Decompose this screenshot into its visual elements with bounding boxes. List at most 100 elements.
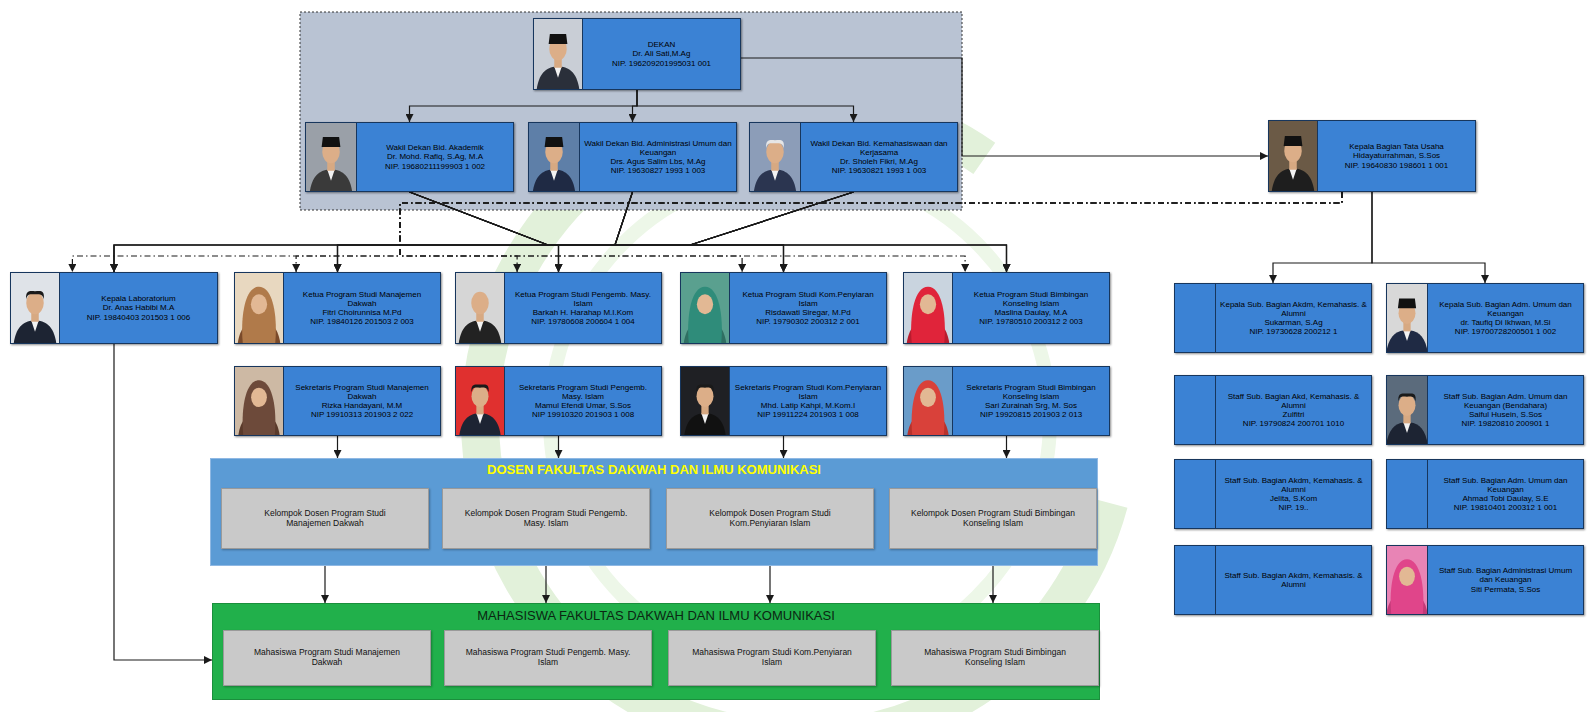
heading-text: Wakil Dekan Bid. Kemahasiswaan dan Kerja… xyxy=(805,139,953,157)
connector xyxy=(410,192,559,272)
portrait-cell xyxy=(1175,376,1216,444)
connector xyxy=(1273,192,1372,283)
nip-text: NIP. 19630821 1993 1 003 xyxy=(832,166,927,175)
student-group-box: Mahasiswa Program Studi Kom.Penyiaran Is… xyxy=(668,630,876,686)
lecturer-group-box: Kelompok Dosen Program Studi Kom.Penyiar… xyxy=(666,488,874,549)
group-label: Mahasiswa Program Studi Kom.Penyiaran Is… xyxy=(689,648,855,668)
student-group-box: Mahasiswa Program Studi Bimbingan Konsel… xyxy=(891,630,1099,686)
portrait-hijab xyxy=(242,287,276,343)
portrait-cell xyxy=(1387,284,1428,352)
name-text: Saiful Husein, S.Sos xyxy=(1469,410,1542,419)
office-head-box: Kepala Bagian Tata UsahaHidayaturrahman,… xyxy=(1268,120,1476,192)
portrait-hijab xyxy=(912,380,945,435)
heading-text: Ketua Program Studi Kom.Penyiaran Islam xyxy=(734,290,882,308)
portrait xyxy=(1269,121,1317,191)
vice-dean-box: Wakil Dekan Bid. AkademikDr. Mohd. Rafiq… xyxy=(305,122,514,192)
connector xyxy=(114,192,633,272)
portrait-ground xyxy=(681,273,729,343)
dean-box: DEKANDr. Ali Sati,M.AgNIP. 1962092019950… xyxy=(533,18,741,90)
portrait-body xyxy=(754,170,797,192)
name-text: Ahmad Tobi Daulay, S.E xyxy=(1463,494,1549,503)
heading-text: Kepala Sub. Bagian Adm. Umum dan Keuanga… xyxy=(1432,300,1579,318)
heading-text: Staff Sub. Bagian Adm. Umum dan Keuangan xyxy=(1432,476,1579,494)
nip-text: NIP 19920815 201903 2 013 xyxy=(980,410,1082,419)
program-secretary-box: Sekretaris Program Studi Bimbingan Konse… xyxy=(903,366,1110,436)
text-cell: DEKANDr. Ali Sati,M.AgNIP. 1962092019950… xyxy=(583,19,740,89)
lab-head-box: Kepala LaboratoriumDr. Anas Habibi M.ANI… xyxy=(10,272,218,344)
text-cell: Ketua Program Studi Manajemen DakwahFitr… xyxy=(284,273,440,343)
portrait-ground xyxy=(456,367,504,435)
portrait-ground xyxy=(1387,376,1427,444)
connector xyxy=(337,436,338,458)
portrait-face xyxy=(1399,567,1415,586)
heading-text: Kepala Bagian Tata Usaha xyxy=(1349,142,1444,151)
portrait-cell xyxy=(306,123,357,191)
program-head-box: Ketua Program Studi Kom.Penyiaran IslamR… xyxy=(680,272,887,344)
heading-text: Sekretaris Program Studi Pengemb. Masy. … xyxy=(509,383,657,401)
program-secretary-box: Sekretaris Program Studi Kom.Penyiaran I… xyxy=(680,366,887,436)
nip-text: NIP. 19840403 201503 1 006 xyxy=(87,313,191,322)
band-title: DOSEN FAKULTAS DAKWAH DAN ILMU KOMUNIKAS… xyxy=(211,459,1097,478)
name-text: Sukarman, S.Ag xyxy=(1264,318,1322,327)
portrait-face xyxy=(697,294,713,314)
portrait-ground xyxy=(750,123,800,191)
portrait-cell xyxy=(235,273,284,343)
portrait-ground xyxy=(456,273,504,343)
portrait-cell xyxy=(235,367,284,435)
connector xyxy=(783,436,784,458)
portrait-face xyxy=(472,385,489,407)
portrait-body xyxy=(537,67,580,90)
lecturer-group-box: Kelompok Dosen Program Studi Bimbingan K… xyxy=(889,488,1097,549)
heading-text: Wakil Dekan Bid. Akademik xyxy=(386,143,484,152)
text-cell: Wakil Dekan Bid. Kemahasiswaan dan Kerja… xyxy=(801,123,957,191)
dashed-connector xyxy=(296,192,1342,272)
heading-text: Staff Sub. Bagian Adm. Umum dan Keuangan… xyxy=(1432,392,1579,410)
portrait-ground xyxy=(681,367,729,435)
text-cell: Kepala LaboratoriumDr. Anas Habibi M.ANI… xyxy=(60,273,217,343)
portrait-cap xyxy=(1398,299,1416,309)
connector xyxy=(1006,436,1007,458)
nip-text: NIP. 19780608 200604 1 004 xyxy=(531,317,635,326)
portrait-shirt xyxy=(701,413,708,424)
connector xyxy=(410,192,1007,272)
nip-text: NIP. 19840126 201503 2 003 xyxy=(310,317,414,326)
portrait-shirt xyxy=(476,413,483,424)
portrait-shirt xyxy=(1403,422,1410,433)
connector xyxy=(559,192,633,272)
portrait xyxy=(750,123,800,191)
nip-text: NIP. 19.. xyxy=(1278,503,1308,512)
text-cell: Kelompok Dosen Program Studi Manajemen D… xyxy=(222,489,428,548)
text-cell: Ketua Program Studi Bimbingan Konseling … xyxy=(953,273,1109,343)
text-cell: Sekretaris Program Studi Bimbingan Konse… xyxy=(953,367,1109,435)
name-text: Drs. Agus Salim Lbs, M.Ag xyxy=(610,157,705,166)
portrait xyxy=(529,123,579,191)
sub-section-box: Staff Sub. Bagian Adm. Umum dan Keuangan… xyxy=(1386,375,1584,445)
portrait-body xyxy=(533,170,576,192)
connector xyxy=(114,344,212,660)
connector xyxy=(559,192,854,272)
vice-dean-box: Wakil Dekan Bid. Administrasi Umum dan K… xyxy=(528,122,737,192)
text-cell: Mahasiswa Program Studi Kom.Penyiaran Is… xyxy=(669,631,875,685)
text-cell: Mahasiswa Program Studi Manajemen Dakwah xyxy=(224,631,430,685)
lecturer-band: DOSEN FAKULTAS DAKWAH DAN ILMU KOMUNIKAS… xyxy=(210,458,1098,566)
nip-text: NIP. 19730628 200212 1 xyxy=(1250,327,1338,336)
program-head-box: Ketua Program Studi Pengemb. Masy. Islam… xyxy=(455,272,662,344)
text-cell: Staff Sub. Bagian Adm. Umum dan Keuangan… xyxy=(1428,460,1583,528)
nip-text: NIP. 19680211199903 1 002 xyxy=(385,162,485,171)
portrait xyxy=(235,367,283,435)
heading-text: Ketua Program Studi Manajemen Dakwah xyxy=(288,290,436,308)
portrait-body xyxy=(684,413,725,435)
connector xyxy=(615,192,1007,272)
nip-text: NIP. 19790824 200701 1010 xyxy=(1243,419,1344,428)
heading-text: Staff Sub. Bagian Akdm, Kemahasis. & Alu… xyxy=(1220,476,1367,494)
portrait-cell xyxy=(1175,460,1216,528)
connector xyxy=(338,192,633,272)
name-text: Mamul Efendi Umar, S.Sos xyxy=(535,401,631,410)
portrait-cell xyxy=(681,273,730,343)
text-cell: Sekretaris Program Studi Manajemen Dakwa… xyxy=(284,367,440,435)
portrait-body xyxy=(14,321,57,344)
portrait-shirt xyxy=(550,170,558,181)
text-cell: Staff Sub. Bagian Akd, Kemahasis. & Alum… xyxy=(1216,376,1371,444)
portrait-ground xyxy=(904,367,952,435)
portrait xyxy=(534,19,582,89)
